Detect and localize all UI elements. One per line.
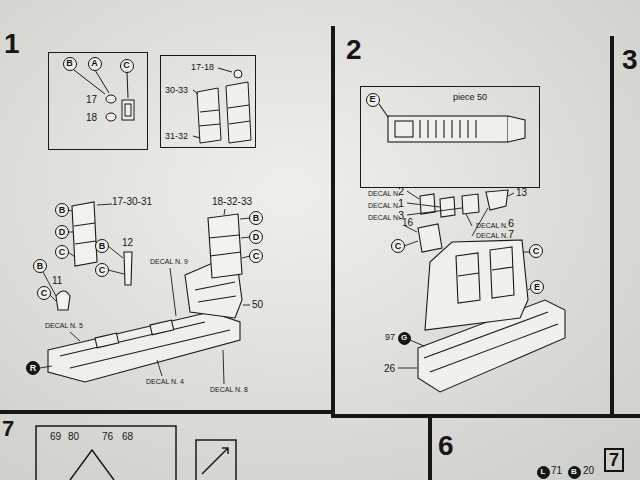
callout-letter: B: [66, 59, 73, 68]
decal-note: DECAL N.: [368, 214, 400, 221]
lower-insets: [36, 426, 236, 480]
decal-note: DECAL N. 9: [150, 258, 188, 265]
callout-circle: C: [249, 249, 263, 263]
decal-number: 1: [398, 198, 404, 209]
callout-letter: E: [534, 283, 540, 292]
decal-note: DECAL N. 8: [210, 386, 248, 393]
callout-letter: B: [253, 214, 260, 223]
ejection-seat: [56, 202, 242, 310]
part-number: 20: [583, 466, 594, 476]
small-parts: [74, 70, 134, 121]
callout-letter: C: [59, 248, 66, 257]
seat-inset: 17-18 30-33 31-32: [160, 55, 256, 148]
callout-circle: L: [537, 466, 550, 479]
decal-note: DECAL N.: [368, 190, 400, 197]
instrument-panel: [379, 104, 525, 142]
callout-circle: R: [26, 361, 40, 375]
step-number: 3: [622, 46, 638, 74]
part-number: 80: [68, 432, 79, 442]
callout-circle: G: [398, 332, 411, 345]
callout-circle: B: [55, 203, 69, 217]
part-number: 97: [385, 333, 395, 342]
part-number: 71: [551, 466, 562, 476]
part-note: piece 50: [453, 93, 487, 102]
callout-letter: C: [395, 242, 402, 251]
callout-letter: C: [253, 252, 260, 261]
decal-note: DECAL N. 5: [45, 322, 83, 329]
leader-lines: [398, 191, 531, 368]
callout-circle: B: [63, 57, 77, 71]
step-number: 7: [2, 418, 14, 440]
callout-circle: C: [120, 59, 134, 73]
callout-letter: R: [30, 364, 37, 373]
callout-circle: B: [249, 211, 263, 225]
callout-circle: B: [95, 239, 109, 253]
part-number: 17-18: [191, 63, 214, 72]
decal-note: DECAL N.: [476, 232, 508, 239]
callout-letter: C: [99, 266, 106, 275]
callout-circle: E: [366, 93, 380, 107]
callout-circle: D: [55, 225, 69, 239]
callout-circle: E: [530, 280, 544, 294]
part-number: 17-30-31: [112, 197, 152, 207]
part-number: 16: [402, 218, 413, 228]
decal-note: DECAL N. 4: [146, 378, 184, 385]
step-number: 2: [346, 36, 362, 64]
decal-number: 6: [508, 218, 514, 229]
cockpit-assembly: [418, 190, 565, 392]
part-number: 17: [86, 95, 97, 105]
part-number: 69: [50, 432, 61, 442]
callout-letter: L: [541, 468, 546, 476]
callout-letter: D: [59, 228, 66, 237]
callout-circle: D: [249, 230, 263, 244]
decal-note: DECAL N.: [368, 202, 400, 209]
decal-number: 7: [508, 229, 514, 240]
part-number: 30-33: [165, 86, 188, 95]
callout-circle: C: [391, 239, 405, 253]
step-frame: 7: [604, 448, 624, 472]
part-number: 50: [252, 300, 263, 310]
step-dividers: [0, 26, 640, 480]
callout-letter: B: [37, 262, 44, 271]
part-number: 18-32-33: [212, 197, 252, 207]
callout-letter: C: [123, 61, 130, 70]
decal-note: DECAL N.: [476, 222, 508, 229]
callout-letter: A: [91, 59, 98, 68]
step-number: 7: [609, 451, 619, 469]
part-inset: piece 50 E: [360, 86, 540, 188]
part-number: 11: [52, 276, 62, 286]
callout-circle: C: [37, 286, 51, 300]
part-number: 68: [122, 432, 133, 442]
part-number: 12: [122, 238, 133, 248]
callout-letter: G: [401, 334, 407, 342]
step-number: 1: [4, 30, 20, 58]
parts-inset: 17 18 B A C: [48, 52, 148, 150]
part-number: 13: [516, 188, 527, 198]
callout-circle: B: [33, 259, 47, 273]
callout-circle: A: [88, 57, 102, 71]
part-number: 26: [384, 364, 395, 374]
callout-letter: E: [369, 95, 375, 104]
callout-circle: B: [568, 466, 581, 479]
step-number: 6: [438, 432, 454, 460]
callout-circle: C: [95, 263, 109, 277]
callout-letter: C: [533, 247, 540, 256]
callout-letter: C: [41, 289, 48, 298]
part-number: 18: [86, 113, 97, 123]
callout-letter: D: [253, 233, 260, 242]
leader-lines: [40, 204, 250, 384]
callout-circle: C: [55, 245, 69, 259]
callout-letter: B: [59, 206, 66, 215]
callout-circle: C: [529, 244, 543, 258]
decal-number: 2: [398, 186, 404, 197]
callout-letter: B: [571, 468, 577, 476]
callout-letter: B: [99, 242, 106, 251]
seat-drawing: [193, 68, 251, 143]
part-number: 31-32: [165, 132, 188, 141]
part-number: 76: [102, 432, 113, 442]
